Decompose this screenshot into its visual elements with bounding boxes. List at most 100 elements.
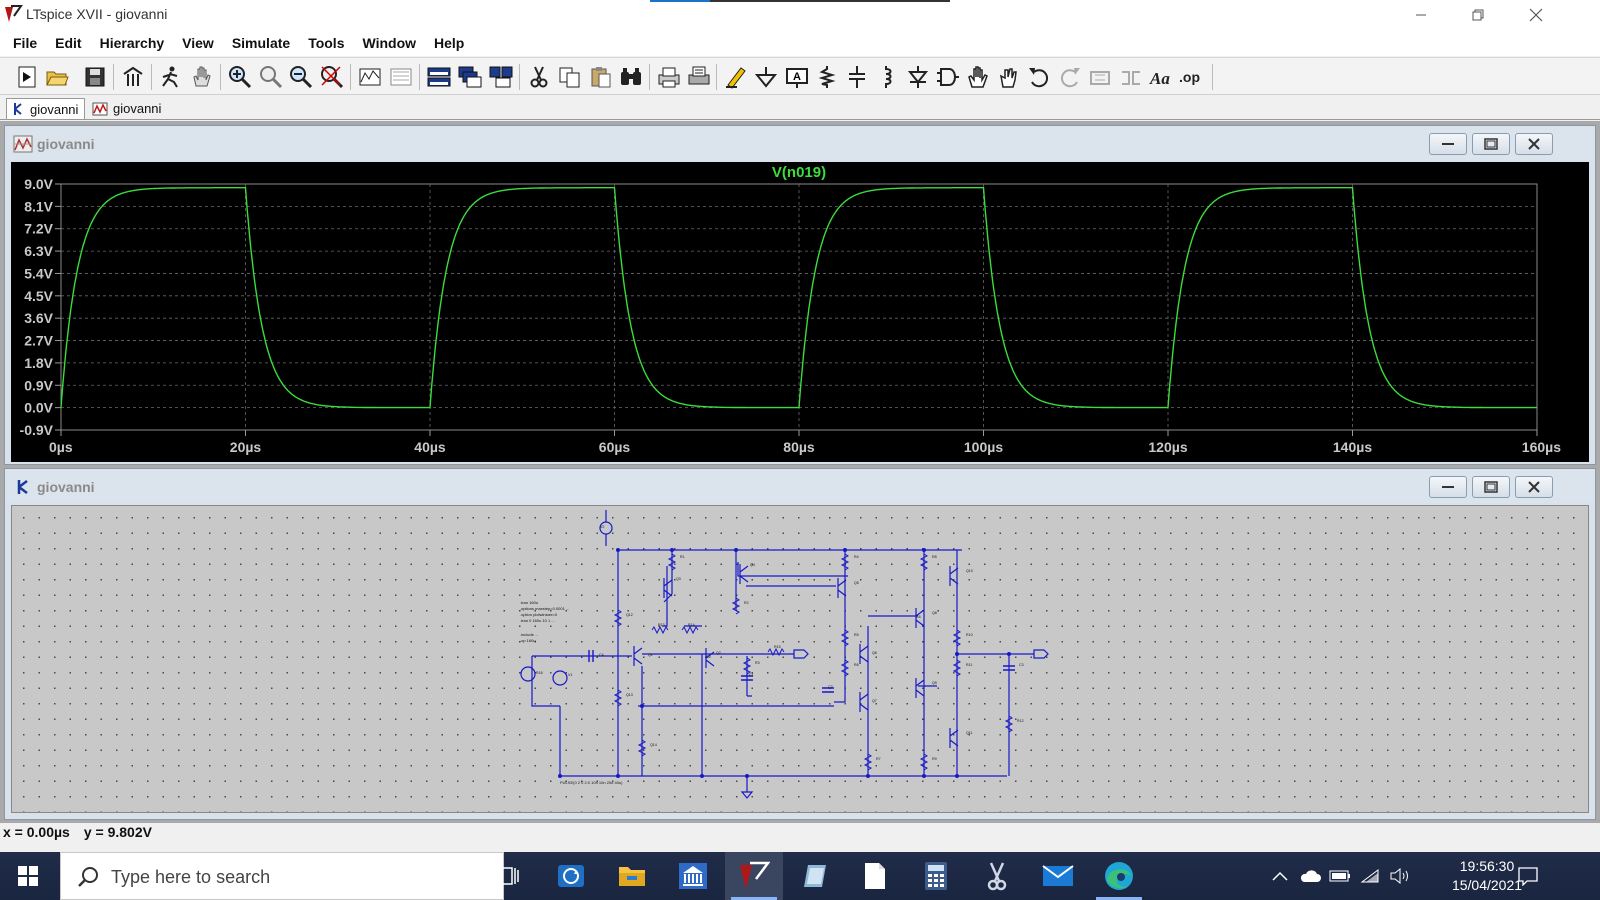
taskbar-app-bank[interactable] bbox=[664, 852, 722, 900]
component-label: Q14 bbox=[650, 743, 657, 747]
new-schematic-icon[interactable] bbox=[14, 64, 40, 90]
ltspice-logo-icon bbox=[5, 5, 23, 22]
view-icon[interactable] bbox=[388, 64, 414, 90]
tray-wifi[interactable] bbox=[1356, 852, 1384, 900]
taskbar-app-ltspice[interactable] bbox=[725, 852, 783, 900]
notification-button[interactable] bbox=[1508, 852, 1548, 900]
zoom-in-icon[interactable] bbox=[227, 64, 253, 90]
capacitor-icon[interactable] bbox=[844, 64, 870, 90]
spice-directive-icon[interactable]: .op bbox=[1178, 64, 1204, 90]
diode-icon[interactable] bbox=[905, 64, 931, 90]
run-icon[interactable] bbox=[158, 64, 184, 90]
taskbar-clock[interactable]: 19:56:30 15/04/2021 bbox=[1442, 857, 1532, 895]
component-label: R4 bbox=[854, 555, 859, 559]
tab-schematic[interactable]: giovanni bbox=[6, 98, 86, 119]
minimize-button[interactable] bbox=[1398, 0, 1444, 30]
inductor-icon[interactable] bbox=[874, 64, 900, 90]
menu-view[interactable]: View bbox=[182, 35, 214, 51]
toolbar-separator bbox=[419, 64, 420, 90]
control-panel-icon[interactable] bbox=[120, 64, 146, 90]
drag-hand-icon[interactable] bbox=[996, 64, 1022, 90]
schematic-close-button[interactable] bbox=[1515, 476, 1553, 498]
ground-icon[interactable] bbox=[753, 64, 779, 90]
y-tick-label: 6.3V bbox=[24, 243, 53, 259]
task-view-button[interactable] bbox=[480, 852, 538, 900]
schematic-minimize-button[interactable] bbox=[1429, 476, 1467, 498]
component-label: Q8 bbox=[932, 611, 937, 615]
resistor-icon[interactable] bbox=[814, 64, 840, 90]
save-icon[interactable] bbox=[82, 64, 108, 90]
waveform-minimize-button[interactable] bbox=[1429, 133, 1467, 155]
start-button[interactable] bbox=[0, 852, 56, 900]
taskbar-app-notepad[interactable] bbox=[846, 852, 904, 900]
tray-overflow-button[interactable] bbox=[1266, 852, 1294, 900]
x-tick-label: 0µs bbox=[49, 439, 73, 455]
paste-icon[interactable] bbox=[588, 64, 614, 90]
waveform-window-title: giovanni bbox=[37, 136, 95, 152]
clock-time: 19:56:30 bbox=[1459, 858, 1515, 874]
open-icon[interactable] bbox=[44, 64, 70, 90]
search-placeholder: Type here to search bbox=[111, 867, 271, 887]
taskbar-app-file-explorer[interactable] bbox=[603, 852, 661, 900]
redo-icon[interactable] bbox=[1057, 64, 1083, 90]
taskbar-app-sync[interactable] bbox=[542, 852, 600, 900]
taskbar-app-calculator[interactable] bbox=[907, 852, 965, 900]
zoom-pan-icon[interactable] bbox=[258, 64, 284, 90]
taskbar-app-snipping-tool[interactable] bbox=[968, 852, 1026, 900]
waveform-plot[interactable]: 9.0V8.1V7.2V6.3V5.4V4.5V3.6V2.7V1.8V0.9V… bbox=[11, 162, 1589, 462]
windows-logo-icon bbox=[18, 866, 38, 886]
tray-volume[interactable] bbox=[1386, 852, 1414, 900]
tray-battery[interactable] bbox=[1326, 852, 1354, 900]
menu-file[interactable]: File bbox=[13, 35, 38, 51]
print-setup-icon[interactable] bbox=[686, 64, 712, 90]
close-button[interactable] bbox=[1513, 0, 1559, 30]
undo-icon[interactable] bbox=[1026, 64, 1052, 90]
menu-edit[interactable]: Edit bbox=[55, 35, 82, 51]
schematic-canvas[interactable]: .tran 160u .options maxstep=0.0001 ... .… bbox=[11, 505, 1589, 813]
tray-onedrive[interactable] bbox=[1296, 852, 1324, 900]
draw-wire-icon[interactable] bbox=[723, 64, 749, 90]
copy-icon[interactable] bbox=[557, 64, 583, 90]
zoom-out-icon[interactable] bbox=[288, 64, 314, 90]
minimize-icon bbox=[1442, 486, 1454, 488]
tile-vertical-icon[interactable] bbox=[488, 64, 514, 90]
trace-V(n019)[interactable] bbox=[60, 187, 1537, 409]
schematic-maximize-button[interactable] bbox=[1472, 476, 1510, 498]
menu-hierarchy[interactable]: Hierarchy bbox=[99, 35, 165, 51]
restore-button[interactable] bbox=[1455, 0, 1501, 30]
print-icon[interactable] bbox=[656, 64, 682, 90]
menu-window[interactable]: Window bbox=[362, 35, 417, 51]
text-icon[interactable]: Aa bbox=[1148, 64, 1174, 90]
move-hand-icon[interactable] bbox=[965, 64, 991, 90]
cascade-icon[interactable] bbox=[457, 64, 483, 90]
find-icon[interactable] bbox=[618, 64, 644, 90]
rotate-icon[interactable] bbox=[1087, 64, 1113, 90]
waveform-window-titlebar[interactable]: giovanni bbox=[5, 126, 1595, 160]
component-icon[interactable] bbox=[935, 64, 961, 90]
tab-waveform[interactable]: giovanni bbox=[88, 98, 167, 119]
label-net-icon[interactable]: A bbox=[784, 64, 810, 90]
taskbar-search-box[interactable]: Type here to search bbox=[60, 852, 504, 900]
halt-hand-icon[interactable] bbox=[189, 64, 215, 90]
component-label: Q12 bbox=[626, 613, 633, 617]
taskbar-app-scratchpad[interactable] bbox=[786, 852, 844, 900]
waveform-close-button[interactable] bbox=[1515, 133, 1553, 155]
schematic-window-titlebar[interactable]: giovanni bbox=[5, 469, 1595, 503]
y-tick-label: 2.7V bbox=[24, 333, 53, 349]
x-tick-label: 60µs bbox=[599, 439, 631, 455]
tile-horizontal-icon[interactable] bbox=[426, 64, 452, 90]
schematic-window-title: giovanni bbox=[37, 479, 95, 495]
mirror-icon[interactable] bbox=[1118, 64, 1144, 90]
document-tabs: giovanni giovanni bbox=[0, 96, 1600, 120]
menu-simulate[interactable]: Simulate bbox=[231, 35, 291, 51]
spice-directive-2: .options maxstep=0.0001 ... bbox=[520, 606, 569, 611]
taskbar-app-edge[interactable] bbox=[1090, 852, 1148, 900]
menu-help[interactable]: Help bbox=[434, 35, 465, 51]
cut-icon[interactable] bbox=[526, 64, 552, 90]
taskbar-app-mail[interactable] bbox=[1029, 852, 1087, 900]
zoom-fit-icon[interactable] bbox=[319, 64, 345, 90]
waveform-maximize-button[interactable] bbox=[1472, 133, 1510, 155]
schematic-window: giovanni bbox=[4, 468, 1596, 820]
autorange-icon[interactable] bbox=[357, 64, 383, 90]
menu-tools[interactable]: Tools bbox=[308, 35, 345, 51]
